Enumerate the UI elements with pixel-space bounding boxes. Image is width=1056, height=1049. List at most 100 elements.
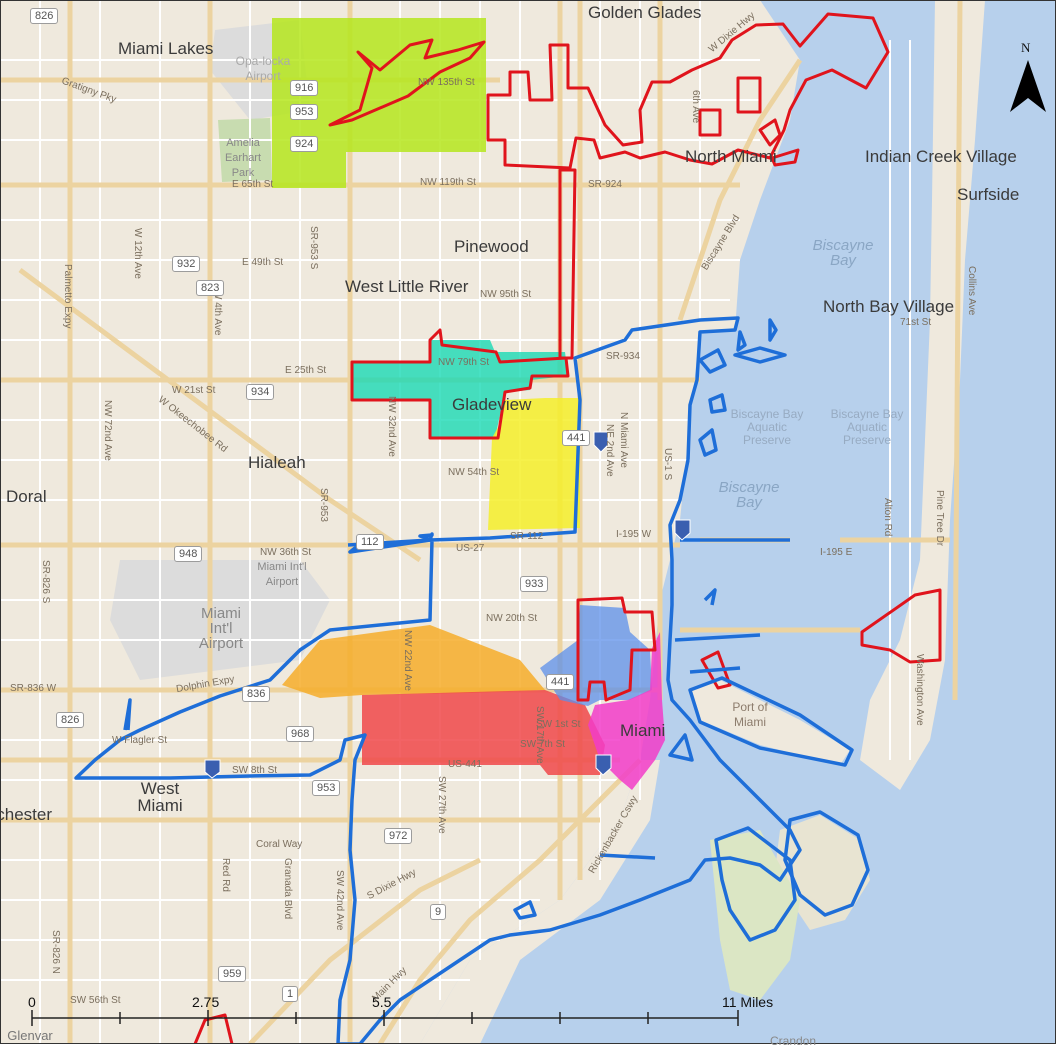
shield-826-south: 826: [56, 712, 85, 728]
interstate-195-shield: [674, 519, 691, 541]
road-label-washington-ave: Washington Ave: [914, 654, 925, 726]
road-label-nw-95th-st: NW 95th St: [480, 289, 532, 300]
road-label-6th-ave: 6th Ave: [690, 90, 701, 124]
blue-boundary-port: [688, 676, 854, 767]
blue-boundary-island1: [698, 348, 727, 374]
blue-boundary-island2: [733, 346, 787, 364]
north-arrow-icon: [1010, 60, 1046, 112]
red-boundary-north-miami: [486, 12, 890, 170]
shield-441-north: 441: [562, 430, 591, 446]
place-label-golden-glades: Golden Glades: [588, 3, 702, 22]
scale-label-2-75: 2.75: [192, 994, 220, 1010]
place-label-pinewood: Pinewood: [454, 237, 529, 256]
road-label-w-12th-ave: W 12th Ave: [132, 228, 143, 279]
road-label-sr-836-w: SR-836 W: [10, 683, 57, 694]
road-label-sw-27th-ave: SW 27th Ave: [436, 776, 447, 834]
road-label-nw-32nd-ave: NW 32nd Ave: [386, 396, 397, 457]
place-label-surfside: Surfside: [957, 185, 1020, 204]
interstate-shield-west: [204, 759, 221, 779]
road-label-nw-20th-st: NW 20th St: [486, 613, 538, 624]
road-label-nw-119th-st: NW 119th St: [420, 177, 476, 188]
blue-boundary-island6: [736, 330, 747, 352]
place-label-gladeview: Gladeview: [452, 395, 532, 414]
road-label-nw-135th-st: NW 135th St: [418, 77, 475, 88]
shield-948: 948: [174, 546, 203, 562]
miami-intl-airport-area: [110, 560, 330, 680]
water-label-aquatic-preserve-west: Biscayne Bay Aquatic Preserve: [730, 407, 804, 447]
shield-968: 968: [286, 726, 315, 742]
shield-826-north: 826: [30, 8, 59, 24]
road-label-i-195-w: I-195 W: [616, 529, 652, 540]
blue-boundary: [74, 316, 870, 1046]
blue-boundary-fisher: [668, 733, 694, 762]
road-label-palmetto-expy: Palmetto Expy: [62, 264, 73, 329]
road-label-coral-way: Coral Way: [256, 839, 303, 850]
shield-953-south: 953: [312, 780, 341, 796]
shield-932: 932: [172, 256, 201, 272]
road-label-e-49th-st: E 49th St: [242, 257, 284, 268]
shield-953: 953: [290, 104, 319, 120]
zone-b: [352, 340, 568, 438]
zone-a: [272, 18, 486, 188]
virginia-key: [710, 830, 800, 1000]
label-miami-intl-airport-small: Miami Int'l Airport: [257, 561, 307, 588]
road-label-sr-953-s: SR-953 S: [308, 226, 319, 270]
red-boundary-north-miami-inner4: [770, 148, 800, 167]
shield-112: 112: [356, 534, 384, 550]
road-label-nw-79th-st: NW 79th St: [438, 357, 490, 368]
place-label-westchester: Westchester: [0, 806, 52, 823]
red-boundary-downtown: [576, 596, 657, 702]
shield-916: 916: [290, 80, 319, 96]
blue-boundary-key-biscayne: [783, 810, 870, 917]
shield-972: 972: [384, 828, 413, 844]
red-boundary-opa-locka: [328, 38, 486, 127]
blue-boundary-island5: [768, 318, 778, 342]
road-label-sw-17th-ave: SW 17th Ave: [534, 706, 545, 764]
interstate-95-shield: [593, 431, 609, 453]
road-label-71st-st: 71st St: [900, 317, 932, 328]
road-label-sw-8th-st: SW 8th St: [232, 765, 278, 776]
zone-f: [588, 632, 665, 790]
red-boundary-gladeview: [350, 328, 570, 440]
interstate-95-shield-south: [595, 754, 612, 776]
place-label-indian-creek-village: Indian Creek Village: [865, 147, 1017, 166]
place-label-doral: Doral: [6, 487, 47, 506]
red-boundary-miami-beach: [860, 588, 942, 664]
road-label-nw-54th-st: NW 54th St: [448, 467, 500, 478]
barrier-island: [860, 0, 985, 790]
scale-label-11-miles: 11 Miles: [722, 994, 774, 1010]
shield-959: 959: [218, 966, 247, 982]
red-boundary-north-miami-inner2: [736, 76, 762, 114]
place-label-miami-intl-airport: Miami Int'l Airport: [198, 605, 244, 652]
road-label-us-27: US-27: [456, 543, 485, 554]
port-of-miami-island: [690, 680, 850, 765]
blue-boundary-rickenbacker: [599, 853, 656, 860]
road-label-w-flagler-st: W Flagler St: [112, 735, 168, 746]
road-label-sr-826-n: SR-826 N: [50, 930, 61, 974]
road-label-nw-72nd-ave: NW 72nd Ave: [102, 400, 113, 461]
zone-c: [488, 398, 580, 530]
shield-1: 1: [282, 986, 299, 1002]
road-label-e-65th-st: E 65th St: [232, 179, 274, 190]
interstate-shields: [204, 431, 691, 779]
road-label-i-195-e: I-195 E: [820, 547, 853, 558]
amelia-earhart-park: [218, 118, 272, 182]
north-arrow: [1010, 60, 1046, 112]
blue-boundary-bay-island: [513, 900, 537, 920]
road-label-nw-36th-st: NW 36th St: [260, 547, 312, 558]
road-label-sr-826-s: SR-826 S: [40, 560, 51, 604]
road-label-sr-953: SR-953: [318, 488, 329, 522]
road-label-nw-22nd-ave: NW 22nd Ave: [402, 630, 413, 691]
road-label-sr-934: SR-934: [606, 351, 640, 362]
place-label-north-miami: North Miami: [685, 147, 777, 166]
red-boundary-corridor: [558, 168, 577, 360]
blue-boundary-island3: [708, 393, 727, 414]
blue-boundary-port-arm2: [689, 666, 741, 674]
red-boundary-watson: [700, 650, 732, 690]
road-label-sw-56th-st: SW 56th St: [70, 995, 121, 1006]
label-amelia-earhart-park: Amelia Earhart Park: [224, 137, 262, 179]
water-label-biscayne-bay-north: Biscayne Bay: [812, 237, 874, 269]
coconut-grove-coast: [420, 760, 660, 1044]
